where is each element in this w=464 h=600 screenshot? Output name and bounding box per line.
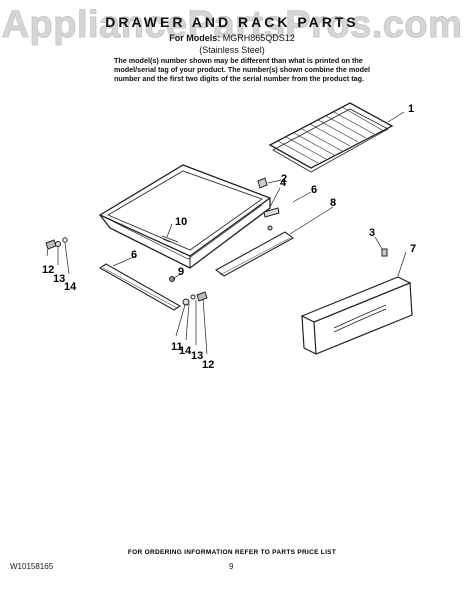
callout-10: 10 bbox=[175, 216, 187, 228]
callout-13-right: 13 bbox=[191, 350, 203, 362]
callout-3: 3 bbox=[369, 227, 375, 239]
left-fastener-group bbox=[45, 237, 68, 250]
page-title: DRAWER AND RACK PARTS bbox=[105, 14, 359, 30]
callout-11: 11 bbox=[171, 341, 183, 353]
callout-8: 8 bbox=[330, 197, 336, 209]
variant-line: (Stainless Steel) bbox=[199, 45, 265, 55]
model-line: For Models: MGRH865QDS12 bbox=[0, 33, 464, 43]
right-fastener-group bbox=[182, 291, 208, 306]
callout-13-left: 13 bbox=[53, 273, 65, 285]
callout-9: 9 bbox=[178, 266, 184, 278]
screw-part bbox=[169, 276, 175, 282]
leader-lines bbox=[46, 111, 407, 355]
model-note: The model(s) number shown may be differe… bbox=[114, 56, 374, 83]
note-line: The model(s) number shown may be differe… bbox=[114, 56, 363, 65]
drawer-slide-rail-right bbox=[214, 225, 295, 277]
page-number: 9 bbox=[229, 562, 234, 571]
callout-14-right: 14 bbox=[179, 345, 192, 357]
ordering-info: FOR ORDERING INFORMATION REFER TO PARTS … bbox=[127, 549, 337, 556]
callout-7: 7 bbox=[410, 243, 416, 255]
document-code: W10158165 bbox=[10, 562, 54, 571]
drawer-slide-rail-left bbox=[98, 263, 182, 311]
callout-6-left: 6 bbox=[131, 249, 137, 261]
models-label: For Models: bbox=[169, 33, 221, 43]
note-line: model/serial tag of your product. The nu… bbox=[114, 65, 370, 74]
drawer-bracket-part bbox=[263, 207, 280, 218]
rack-clip-part bbox=[257, 177, 268, 189]
callout-14-left: 14 bbox=[64, 281, 77, 293]
callout-12-right: 12 bbox=[202, 359, 214, 371]
models-value: MGRH865QDS12 bbox=[222, 33, 295, 43]
drawer-front-panel-part bbox=[300, 276, 413, 355]
note-line: number and the first two digits of the s… bbox=[114, 74, 364, 83]
oven-rack-part bbox=[268, 102, 394, 173]
callout-1: 1 bbox=[408, 103, 414, 115]
watermark: AppliancePartsPros.com bbox=[1, 4, 463, 47]
panel-screw-part bbox=[381, 248, 388, 257]
callout-2: 2 bbox=[281, 173, 287, 185]
callout-4: 4 bbox=[280, 177, 287, 189]
drawer-pan-part bbox=[98, 164, 272, 269]
callout-6-right: 6 bbox=[311, 184, 317, 196]
callout-12-left: 12 bbox=[42, 264, 54, 276]
